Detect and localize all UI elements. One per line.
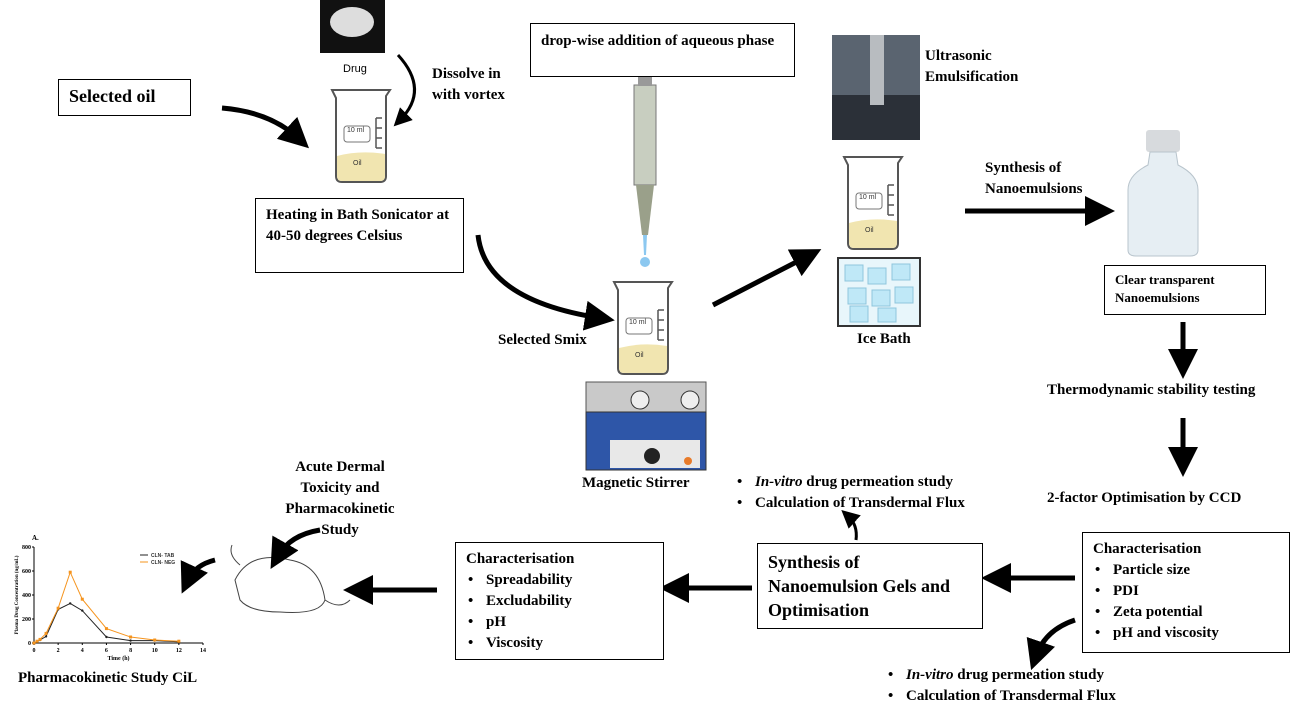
x-tick-label: 8 <box>129 648 132 654</box>
x-axis-label: Time (h) <box>107 655 129 662</box>
heating-box: Heating in Bath Sonicator at 40-50 degre… <box>255 198 464 273</box>
beaker-oil-label: Oil <box>865 227 874 234</box>
data-point <box>104 627 108 631</box>
dissolve-label: Dissolve in with vortex <box>432 66 505 103</box>
beaker-icon <box>613 281 673 375</box>
y-tick-label: 600 <box>22 569 31 575</box>
char-right-item: Zeta potential <box>1093 602 1279 623</box>
synthesis-ne-label: Synthesis of Nanoemulsions <box>985 160 1083 197</box>
legend-label: CLN- TAB <box>151 553 175 559</box>
data-point <box>129 639 132 642</box>
permeation-item: In-vitro drug permeation study <box>735 472 965 493</box>
legend-label: CLN- NEG <box>151 560 175 566</box>
data-point <box>153 638 157 642</box>
beaker-volume-label: 10 ml <box>629 319 647 326</box>
data-point <box>44 635 48 638</box>
data-point <box>38 637 42 641</box>
data-point <box>80 597 84 601</box>
char-right-title: Characterisation <box>1093 541 1202 557</box>
x-tick-label: 2 <box>57 648 60 654</box>
data-point <box>81 609 84 612</box>
data-point <box>177 639 181 643</box>
x-tick-label: 10 <box>152 648 158 654</box>
x-tick-label: 4 <box>81 648 84 654</box>
y-tick-label: 800 <box>22 545 31 551</box>
drug-label: Drug <box>343 63 367 75</box>
beaker-oil-label: Oil <box>353 160 362 167</box>
beaker-icon <box>331 89 391 183</box>
x-tick-label: 14 <box>200 648 206 654</box>
beaker-oil-label: Oil <box>635 352 644 359</box>
x-tick-label: 0 <box>33 648 36 654</box>
data-point <box>105 635 108 639</box>
gel-synthesis-box: Synthesis of Nanoemulsion Gels and Optim… <box>757 543 983 629</box>
data-point <box>35 639 39 643</box>
char-mid-item: Spreadability <box>466 570 653 591</box>
data-point <box>69 602 72 605</box>
char-mid-item: Excludability <box>466 591 653 612</box>
clear-ne-box: Clear transparent Nanoemulsions <box>1104 265 1266 315</box>
ultrasonic-label: Ultrasonic Emulsification <box>925 48 1019 85</box>
optimisation-label: 2-factor Optimisation by CCD <box>1047 490 1242 506</box>
data-point <box>68 570 72 574</box>
selected-oil-box: Selected oil <box>58 79 191 116</box>
char-right-item: pH and viscosity <box>1093 623 1279 644</box>
x-tick-label: 6 <box>105 648 108 654</box>
y-axis-label: Plasma Drug Concentration (ng/mL) <box>15 555 20 634</box>
beaker-volume-label: 10 ml <box>859 194 877 201</box>
acute-label: Acute Dermal Toxicity and Pharmacokineti… <box>285 459 395 538</box>
thermo-label: Thermodynamic stability testing <box>1047 382 1256 398</box>
char-mid-title: Characterisation <box>466 551 575 567</box>
x-tick-label: 12 <box>176 648 182 654</box>
characterisation-mid-box: Characterisation Spreadability Excludabi… <box>455 542 664 660</box>
permeation-item: In-vitro drug permeation study <box>886 665 1116 686</box>
series-line <box>33 570 179 644</box>
beaker-volume-label: 10 ml <box>347 127 365 134</box>
char-mid-item: pH <box>466 612 653 633</box>
permeation-bottom-list: In-vitro drug permeation study Calculati… <box>886 665 1116 707</box>
permeation-item: Calculation of Transdermal Flux <box>735 493 965 514</box>
char-right-item: PDI <box>1093 581 1279 602</box>
characterisation-right-box: Characterisation Particle size PDI Zeta … <box>1082 532 1290 653</box>
permeation-item: Calculation of Transdermal Flux <box>886 686 1116 707</box>
data-point <box>44 631 48 635</box>
ice-bath-label: Ice Bath <box>857 331 911 347</box>
data-point <box>32 641 36 645</box>
y-tick-label: 400 <box>22 593 31 599</box>
data-point <box>56 606 60 610</box>
data-point <box>129 635 133 639</box>
selected-smix-label: Selected Smix <box>498 332 587 348</box>
permeation-top-list: In-vitro drug permeation study Calculati… <box>735 472 965 514</box>
y-tick-label: 0 <box>28 641 31 647</box>
dropwise-box: drop-wise addition of aqueous phase <box>530 23 795 77</box>
panel-label: A. <box>32 534 39 542</box>
y-tick-label: 200 <box>22 617 31 623</box>
beaker-icon <box>843 156 903 250</box>
char-mid-item: Viscosity <box>466 633 653 654</box>
pk-caption: Pharmacokinetic Study CiL <box>18 670 198 686</box>
magnetic-stirrer-label: Magnetic Stirrer <box>582 475 690 491</box>
char-right-item: Particle size <box>1093 560 1279 581</box>
